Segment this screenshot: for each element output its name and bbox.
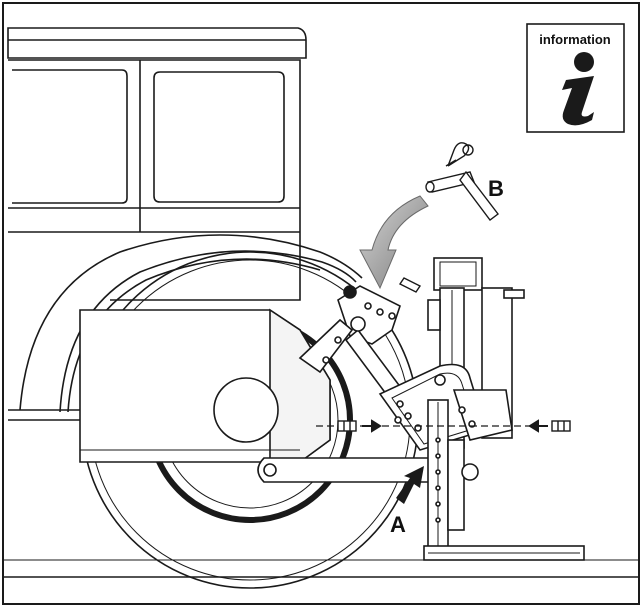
r-clip xyxy=(445,142,474,167)
information-box: information xyxy=(526,23,625,133)
info-i-icon xyxy=(562,52,594,126)
callout-b: B xyxy=(488,176,504,201)
callout-a: A xyxy=(390,512,406,537)
lower-lift-arm xyxy=(257,457,431,483)
tractor-cab xyxy=(7,27,307,233)
left-pin xyxy=(337,420,357,432)
pin-b xyxy=(425,170,499,221)
insert-direction-arrow xyxy=(359,195,429,290)
left-pin-arrow xyxy=(362,419,382,433)
axle-housing xyxy=(79,308,331,463)
arrow-a xyxy=(396,466,424,504)
hitch-frame xyxy=(378,257,525,451)
support-stand xyxy=(423,399,585,561)
right-pin-arrow xyxy=(528,419,548,433)
top-small-pin xyxy=(398,277,422,293)
right-pin xyxy=(551,420,571,432)
rear-fender xyxy=(8,232,363,421)
information-label: information xyxy=(539,32,611,47)
